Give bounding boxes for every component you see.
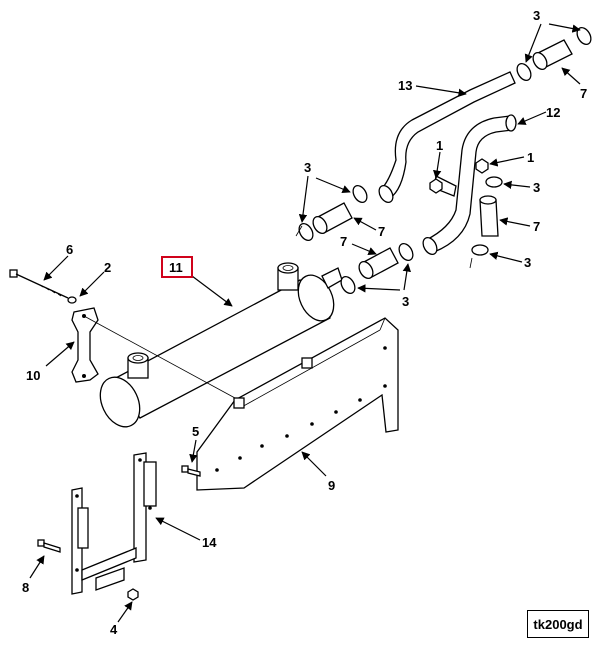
nut (429, 158, 489, 194)
clamp (71, 307, 236, 399)
callout-7: 7 (580, 86, 587, 101)
leader-lines (29, 23, 581, 623)
exhaust-pipe-lower (422, 114, 517, 256)
callout-7: 7 (378, 224, 385, 239)
bolt-small (37, 465, 201, 601)
callout-10: 10 (26, 368, 40, 383)
bolt (9, 269, 77, 304)
callout-1: 1 (436, 138, 443, 153)
callout-3: 3 (402, 294, 409, 309)
muffler (99, 262, 343, 428)
callout-7: 7 (340, 234, 347, 249)
callout-3: 3 (533, 8, 540, 23)
callout-7: 7 (533, 219, 540, 234)
callout-9: 9 (328, 478, 335, 493)
callout-3: 3 (533, 180, 540, 195)
callout-labels: 3 7 13 12 1 1 3 7 3 3 7 7 3 11 6 2 10 5 … (22, 8, 587, 637)
callout-4: 4 (110, 622, 118, 637)
highlight-box (161, 256, 193, 278)
mounting-bracket (196, 317, 399, 491)
callout-12: 12 (546, 105, 560, 120)
callout-6: 6 (66, 242, 73, 257)
callout-8: 8 (22, 580, 29, 595)
callout-3: 3 (524, 255, 531, 270)
hose-sleeve (312, 39, 573, 280)
support-frame (71, 452, 157, 595)
diagram-id-label: tk200gd (527, 610, 589, 638)
callout-14: 14 (202, 535, 217, 550)
callout-13: 13 (398, 78, 412, 93)
hose-clamp (295, 26, 592, 295)
callout-1: 1 (527, 150, 534, 165)
callout-5: 5 (192, 424, 199, 439)
callout-11: 11 (169, 260, 183, 275)
callout-3: 3 (304, 160, 311, 175)
exhaust-pipe-upper (378, 71, 516, 204)
callout-2: 2 (104, 260, 111, 275)
